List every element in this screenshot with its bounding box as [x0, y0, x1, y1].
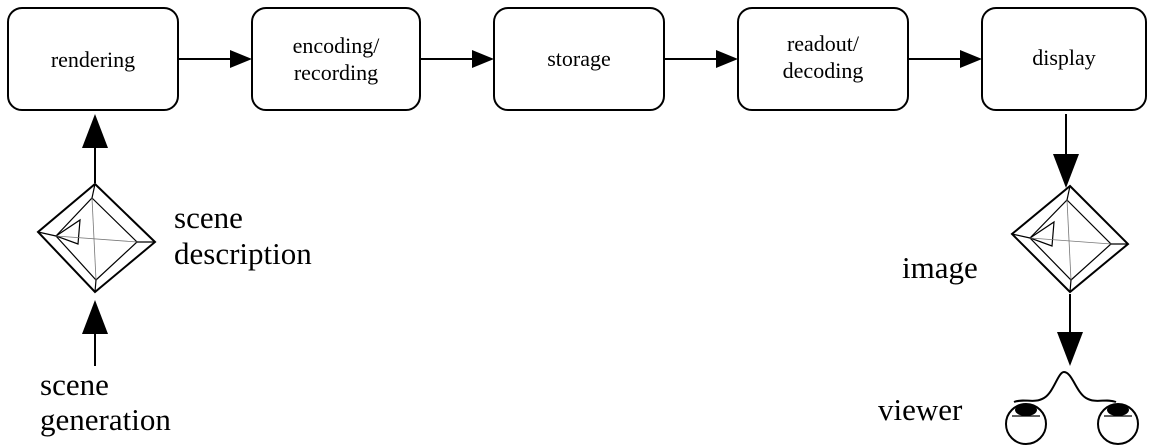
scene-generation-label-line2: generation — [40, 402, 171, 437]
scene-description-label-line2: description — [174, 236, 312, 271]
stage-rendering-label: rendering — [51, 47, 135, 72]
image-label: image — [902, 250, 978, 285]
stage-readout-label-line1: readout/ — [787, 31, 860, 56]
stage-storage: storage — [493, 7, 665, 111]
arrow-scene-to-rendering — [82, 114, 108, 183]
stage-encoding-label-line1: encoding/ — [293, 33, 381, 58]
arrow-storage-to-readout — [664, 50, 738, 68]
stage-storage-label: storage — [547, 46, 611, 71]
arrow-readout-to-display — [908, 50, 982, 68]
arrow-display-to-image — [1053, 114, 1079, 188]
stage-encoding-label-line2: recording — [294, 60, 378, 85]
stage-rendering: rendering — [7, 7, 179, 111]
scene-generation-label-line1: scene — [40, 367, 109, 402]
beveled-cube-icon — [36, 182, 157, 294]
arrow-image-to-viewer — [1057, 294, 1083, 366]
stage-readout-label-line2: decoding — [783, 58, 864, 83]
arrow-encoding-to-storage — [420, 50, 494, 68]
stage-display-label: display — [1032, 45, 1096, 70]
eyes-icon — [1005, 370, 1139, 445]
stage-readout-decoding: readout/ decoding — [737, 7, 909, 111]
beveled-cube-icon — [1010, 184, 1130, 294]
arrow-rendering-to-encoding — [178, 50, 252, 68]
stage-display: display — [981, 7, 1147, 111]
viewer-label: viewer — [878, 392, 963, 427]
scene-description-label-line1: scene — [174, 200, 243, 235]
arrow-generation-to-scene — [82, 300, 108, 366]
stage-encoding-recording: encoding/ recording — [251, 7, 421, 111]
